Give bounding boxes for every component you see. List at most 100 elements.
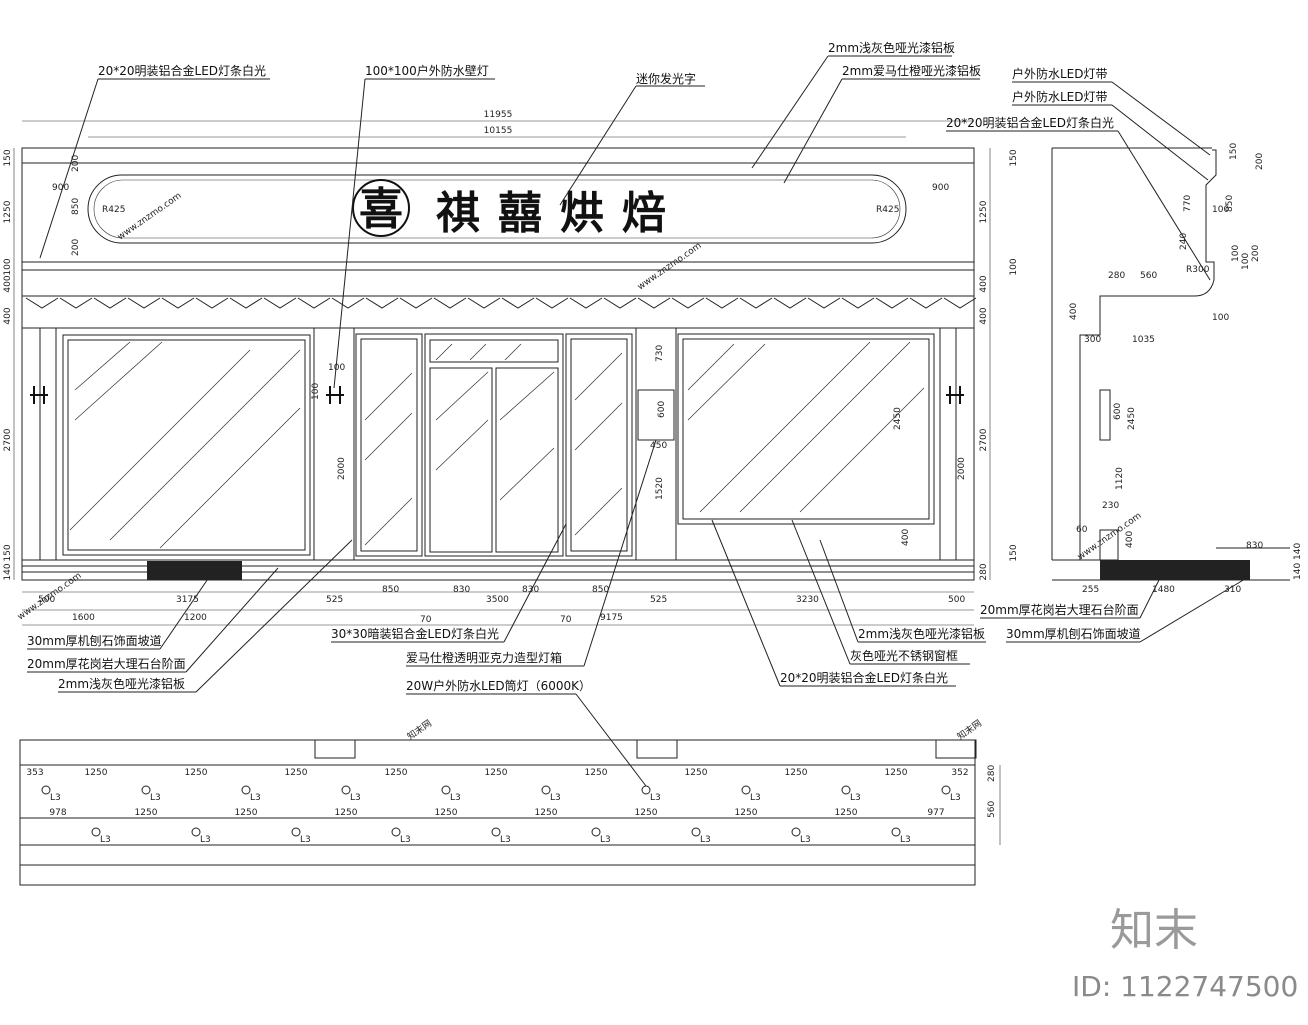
dim-left-5: 2700 [3,428,13,451]
callout-led-hidden: 30*30暗装铝合金LED灯条白光 [331,626,499,641]
acrylic-lightbox [637,389,675,441]
watermark-logo: 知末 [1110,905,1198,956]
downlight-icon [391,827,401,837]
scallop [569,297,603,309]
section-dim: 150 [1229,143,1239,160]
plan-dim-row1: 1250 [785,768,808,778]
section-dim: 100 [1212,313,1229,323]
plan-dim-row1: 1250 [85,768,108,778]
plan-dim-row1: 1250 [185,768,208,778]
scallop [331,297,365,309]
section-dim: 560 [1140,271,1157,281]
callout-section-granite: 20mm厚花岗岩大理石台阶面 [980,602,1139,617]
section-dim: 1120 [1115,467,1125,490]
downlight-tag: L3 [750,793,761,803]
dim-inner-5: 450 [650,441,667,451]
dim-right-1: 1250 [979,200,989,223]
dim-left-7: 140 [3,563,13,580]
downlight-tag: L3 [600,835,611,845]
plan-dim-row1: 1250 [885,768,908,778]
scallop [59,297,93,309]
section-dim: 310 [1224,585,1241,595]
dim-overall-width: 11955 [484,110,513,120]
awning-scallops [25,297,977,309]
logo-char: 喜 [359,184,403,235]
downlight-icon [791,827,801,837]
watermark-cn-2: 知末网 [955,717,984,742]
downlight-tag: L3 [250,793,261,803]
callout-acrylic-box: 爱马仕橙透明亚克力造型灯箱 [406,650,562,665]
scallop [603,297,637,309]
logo-circle [352,179,410,237]
wall-lamp-mid [326,386,344,404]
dim-right-4: 400 [979,307,989,324]
scallop [705,297,739,309]
callout-ramp: 30mm厚机刨石饰面坡道 [27,633,162,648]
dim-inner-2: 2000 [337,457,347,480]
callout-section-ramp: 30mm厚机刨石饰面坡道 [1006,626,1141,641]
downlight-tag: L3 [800,835,811,845]
dim-b1-9: 500 [948,595,965,605]
dim-b1-6: 850 [592,585,609,595]
dim-b1-0: 500 [38,595,55,605]
downlight-icon [541,785,551,795]
plan-dim-row2: 1250 [635,808,658,818]
watermark-id: ID: 1122747500 [1072,970,1298,1003]
downlight-tag: L3 [350,793,361,803]
section-dim: 100 [1212,205,1229,215]
dim-b2-3: 70 [420,615,432,625]
dim-b1-7: 525 [650,595,667,605]
scallop [399,297,433,309]
section-view: 户外防水LED灯带 户外防水LED灯带 20*20明装铝合金LED灯条白光 20… [946,66,1303,643]
callout-led-strip-s: 20*20明装铝合金LED灯条白光 [946,115,1114,130]
dimensions-main: 11955 10155 150 1250 100 400 400 2700 15… [3,110,1019,581]
downlight-tag: L3 [50,793,61,803]
downlight-icon [91,827,101,837]
downlight-tag: L3 [650,793,661,803]
dim-sign-900-r: 900 [932,183,949,193]
section-dim: 255 [1082,585,1099,595]
section-dim: 240 [1179,233,1189,250]
callout-wall-lamp: 100*100户外防水壁灯 [365,63,489,78]
callout-steel-frame: 灰色哑光不锈钢窗框 [850,649,958,663]
downlight-tag: L3 [850,793,861,803]
dim-radius-l: R425 [102,205,125,215]
scallop [535,297,569,309]
dim-b1-3: 850 [382,585,399,595]
dim-inner-9: 400 [901,529,911,546]
dim-b1-1: 3175 [176,595,199,605]
sign-text: 祺囍烘焙 [436,188,684,239]
dim-left-6: 150 [3,544,13,561]
downlight-icon [41,785,51,795]
section-dim: R300 [1186,265,1210,275]
scallop [909,297,943,309]
watermark-cn-1: 知末网 [405,717,434,742]
dimensions-bottom: 500 3175 525 850 830 830 850 525 3230 50… [22,585,974,626]
plan-dim-row2: 977 [927,808,944,818]
section-dim: 230 [1102,501,1119,511]
dim-right-3: 400 [979,275,989,292]
callout-downlight: 20W户外防水LED筒灯（6000K） [406,678,591,693]
section-dim: 1480 [1152,585,1175,595]
downlight-icon [191,827,201,837]
section-dim: 140 [1293,543,1303,560]
dim-right-7: 280 [979,563,989,580]
bottom-callouts: 30mm厚机刨石饰面坡道 20mm厚花岗岩大理石台阶面 2mm浅灰色哑光漆铝板 … [27,439,986,787]
downlight-icon [491,827,501,837]
signboard [87,174,907,244]
dim-right-0: 150 [1009,149,1019,166]
scallop [841,297,875,309]
downlight-tag: L3 [450,793,461,803]
plan-dim-row2: 1250 [135,808,158,818]
dim-right-6: 150 [1009,544,1019,561]
top-callouts: 20*20明装铝合金LED灯条白光 100*100户外防水壁灯 迷你发光字 2m… [39,40,981,389]
dim-inner-7: 2450 [893,407,903,430]
callout-led-strip: 20*20明装铝合金LED灯条白光 [98,63,266,78]
scallop [25,297,59,309]
dim-right-2: 100 [1009,258,1019,275]
downlight-tag: L3 [950,793,961,803]
